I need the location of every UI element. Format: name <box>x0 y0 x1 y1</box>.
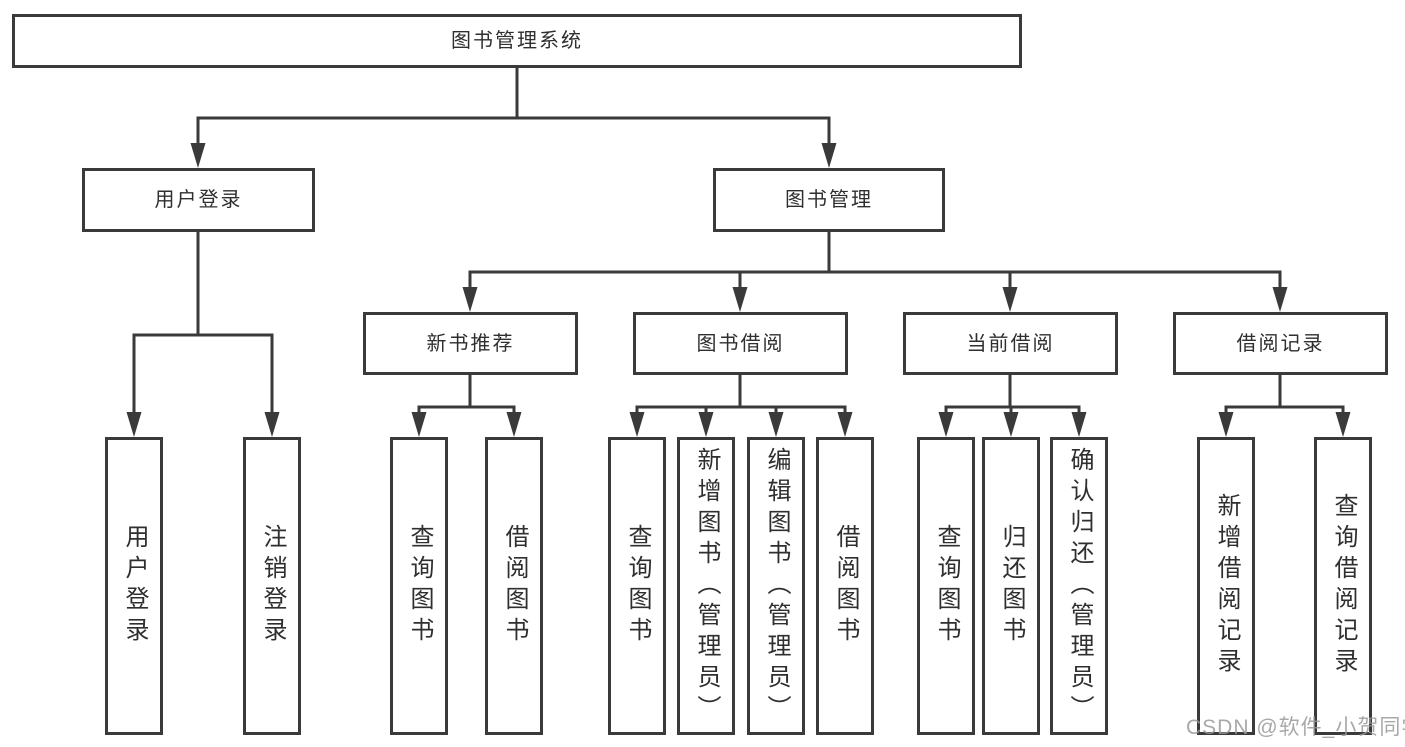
node-bb-edit-book-admin: 编辑图书（管理员） <box>747 437 805 735</box>
node-bb-query-books: 查询图书 <box>608 437 666 735</box>
node-bb-borrow-books: 借阅图书 <box>816 437 874 735</box>
arrowheads <box>126 143 1351 437</box>
node-cb-query-books: 查询图书 <box>917 437 975 735</box>
node-br-add-record: 新增借阅记录 <box>1197 437 1255 735</box>
node-br-query-record: 查询借阅记录 <box>1314 437 1372 735</box>
node-nbr-borrow-books: 借阅图书 <box>485 437 543 735</box>
node-current-borrowing: 当前借阅 <box>903 312 1118 375</box>
node-new-book-recommend: 新书推荐 <box>363 312 578 375</box>
node-cb-confirm-return-admin: 确认归还（管理员） <box>1050 437 1108 735</box>
csdn-watermark: CSDN @软件_小贺同学 <box>1186 716 1405 739</box>
node-book-borrowing: 图书借阅 <box>633 312 848 375</box>
node-user-login-group: 用户登录 <box>82 168 315 232</box>
node-bb-add-book-admin: 新增图书（管理员） <box>677 437 735 735</box>
node-user-login: 用户登录 <box>105 437 163 735</box>
node-nbr-query-books: 查询图书 <box>390 437 448 735</box>
node-logout: 注销登录 <box>243 437 301 735</box>
node-book-management-group: 图书管理 <box>713 168 945 232</box>
node-cb-return-books: 归还图书 <box>982 437 1040 735</box>
node-root-library-system: 图书管理系统 <box>12 14 1022 68</box>
node-borrow-records: 借阅记录 <box>1173 312 1388 375</box>
